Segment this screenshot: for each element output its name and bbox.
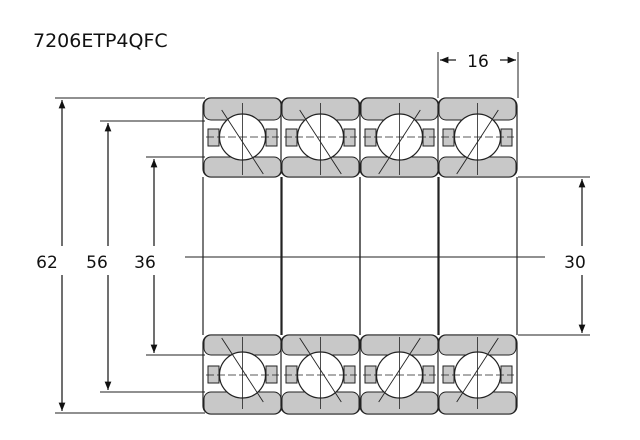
contact-angle-line <box>378 337 421 403</box>
cage <box>265 365 278 384</box>
dim-36-label: 36 <box>134 253 156 273</box>
extension-lines <box>55 52 590 414</box>
cage <box>343 128 356 147</box>
contact-angle-line <box>299 109 342 175</box>
dim-16-label: 16 <box>467 52 489 72</box>
cage <box>343 365 356 384</box>
cage <box>207 128 220 147</box>
cage <box>364 128 377 147</box>
dim-56-label: 56 <box>86 253 108 273</box>
cage <box>442 365 455 384</box>
contact-angle-line <box>456 337 499 403</box>
cage <box>364 365 377 384</box>
cage <box>265 128 278 147</box>
cage <box>422 365 435 384</box>
contact-angle-line <box>456 109 499 175</box>
cage <box>285 128 298 147</box>
bearing-designation: 7206ETP4QFC <box>33 30 168 52</box>
cage <box>500 365 513 384</box>
dim-30-label: 30 <box>564 253 586 273</box>
cage <box>207 365 220 384</box>
contact-angle-line <box>221 109 264 175</box>
contact-angle-line <box>221 337 264 403</box>
dim-62-label: 62 <box>36 253 58 273</box>
cage <box>500 128 513 147</box>
contact-angle-line <box>378 109 421 175</box>
cage <box>422 128 435 147</box>
cage <box>285 365 298 384</box>
contact-angle-line <box>299 337 342 403</box>
cage <box>442 128 455 147</box>
